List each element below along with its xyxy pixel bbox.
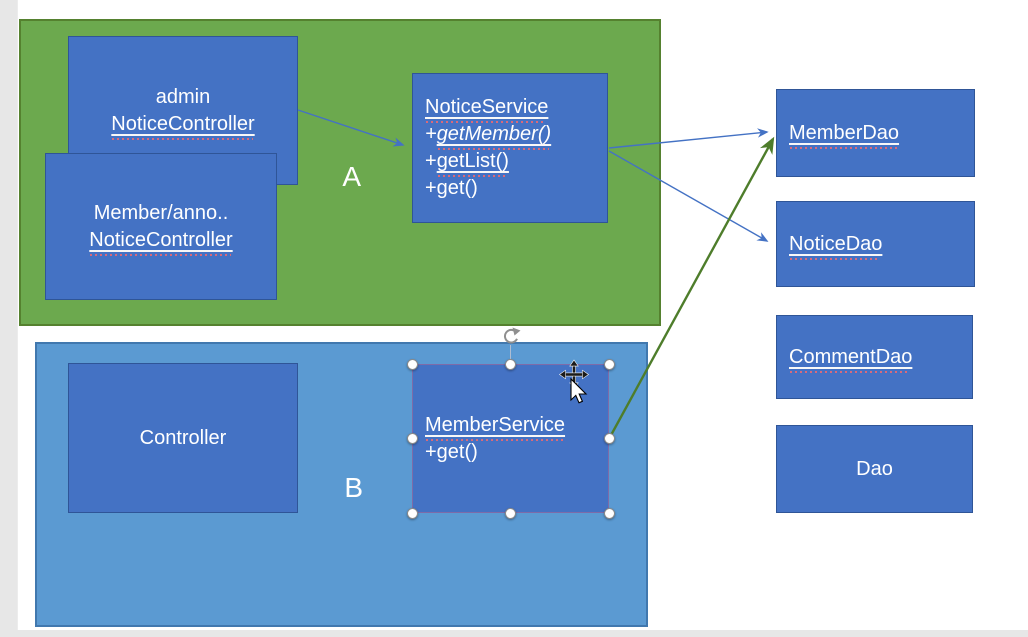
node-member-service[interactable]: MemberService +get() <box>412 364 609 513</box>
selection-handle-top-middle[interactable] <box>505 359 516 370</box>
node-title: NoticeService <box>425 94 548 123</box>
node-text-line: admin <box>155 85 211 108</box>
node-text-line: Controller <box>139 426 227 449</box>
selection-handle-top-right[interactable] <box>604 359 615 370</box>
node-text-line: NoticeController <box>89 227 233 256</box>
group-b-label: B <box>344 472 364 503</box>
node-text-line: Member/anno.. <box>93 201 229 224</box>
node-comment-dao[interactable]: CommentDao <box>776 315 973 399</box>
node-notice-service[interactable]: NoticeService +getMember() +getList() +g… <box>412 73 608 223</box>
group-a-label: A <box>342 161 362 192</box>
node-member-notice-controller[interactable]: Member/anno.. NoticeController <box>45 153 277 300</box>
selection-handle-bottom-left[interactable] <box>407 508 418 519</box>
node-controller[interactable]: Controller <box>68 363 298 513</box>
node-title: MemberService <box>425 412 565 441</box>
node-method: +getMember() <box>425 121 551 150</box>
node-text-line: Dao <box>856 457 893 480</box>
node-text-line: MemberDao <box>789 120 899 149</box>
node-text-line: NoticeController <box>111 111 255 140</box>
node-text-line: CommentDao <box>789 344 912 373</box>
node-notice-dao[interactable]: NoticeDao <box>776 201 975 287</box>
selection-handle-bottom-middle[interactable] <box>505 508 516 519</box>
selection-handle-middle-left[interactable] <box>407 433 418 444</box>
node-member-dao[interactable]: MemberDao <box>776 89 975 177</box>
selection-handle-top-left[interactable] <box>407 359 418 370</box>
node-method: +get() <box>425 440 478 463</box>
node-text-line: NoticeDao <box>789 231 882 260</box>
node-dao[interactable]: Dao <box>776 425 973 513</box>
node-method: +getList() <box>425 148 509 177</box>
selection-handle-bottom-right[interactable] <box>604 508 615 519</box>
node-method: +get() <box>425 177 478 199</box>
selection-handle-middle-right[interactable] <box>604 433 615 444</box>
